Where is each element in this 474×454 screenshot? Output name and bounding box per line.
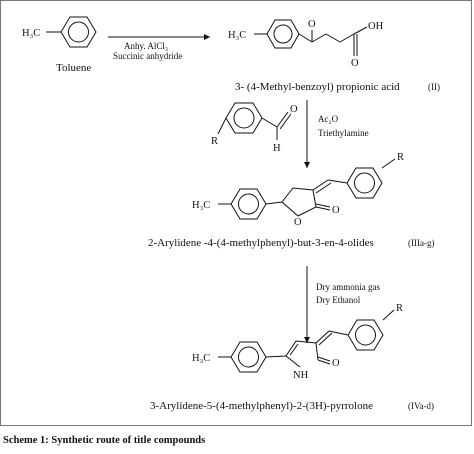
scheme-caption: Scheme 1: Synthetic route of title compo… [3,435,206,446]
product-ii-name: 3- (4-Methyl-benzoyl) propionic acid [235,81,400,93]
product-ii-structure [254,19,368,56]
scheme-frame [0,0,472,426]
product-iv-structure [218,309,395,373]
toluene-structure [46,16,97,48]
step2-reagent-ac2o: Ac₂O [318,114,339,124]
step3-reagent-ethanol: Dry Ethanol [316,295,361,305]
product-iv-name: 3-Arylidene-5-(4-methylphenyl)-2-(3H)-py… [150,400,373,412]
aldehyde-h-label: H [273,143,281,154]
product-iii-methyl-label: H₃C [192,200,210,211]
aldehyde-r-label: R [211,136,218,147]
product-iv-code: (IVa-d) [408,401,434,411]
step1-reagent-alcl3: Anhy. AlCl₃ [124,41,168,51]
toluene-label: Toluene [56,62,91,74]
product-iii-name: 2-Arylidene -4-(4-methylphenyl)-but-3-en… [148,237,374,249]
product-iii-carbonyl-o-label: O [332,205,340,216]
aldehyde-structure [217,102,292,140]
step1-reagent-succinic: Succinic anhydride [113,51,182,61]
toluene-methyl-label: H₃C [22,28,40,39]
product-iv-r-label: R [396,303,403,314]
product-ii-oxo-label: O [308,19,316,30]
product-iv-nh-label: NH [293,370,309,381]
product-iii-code: (IIIa-g) [408,238,434,248]
product-ii-carbonyl-o-label: O [351,58,359,69]
product-iii-r-label: R [397,152,404,163]
aldehyde-o-label: O [290,104,298,115]
product-ii-oh-label: OH [368,21,384,32]
step3-reagent-ammonia: Dry ammonia gas [316,282,380,292]
product-iii-ring-o-label: O [294,217,302,228]
product-iii-structure [218,158,396,220]
product-iv-carbonyl-o-label: O [332,358,340,369]
product-ii-code: (II) [428,82,440,92]
step2-reagent-triethylamine: Triethylamine [318,128,369,138]
product-ii-methyl-label: H₃C [228,30,246,41]
product-iv-methyl-label: H₃C [192,353,210,364]
